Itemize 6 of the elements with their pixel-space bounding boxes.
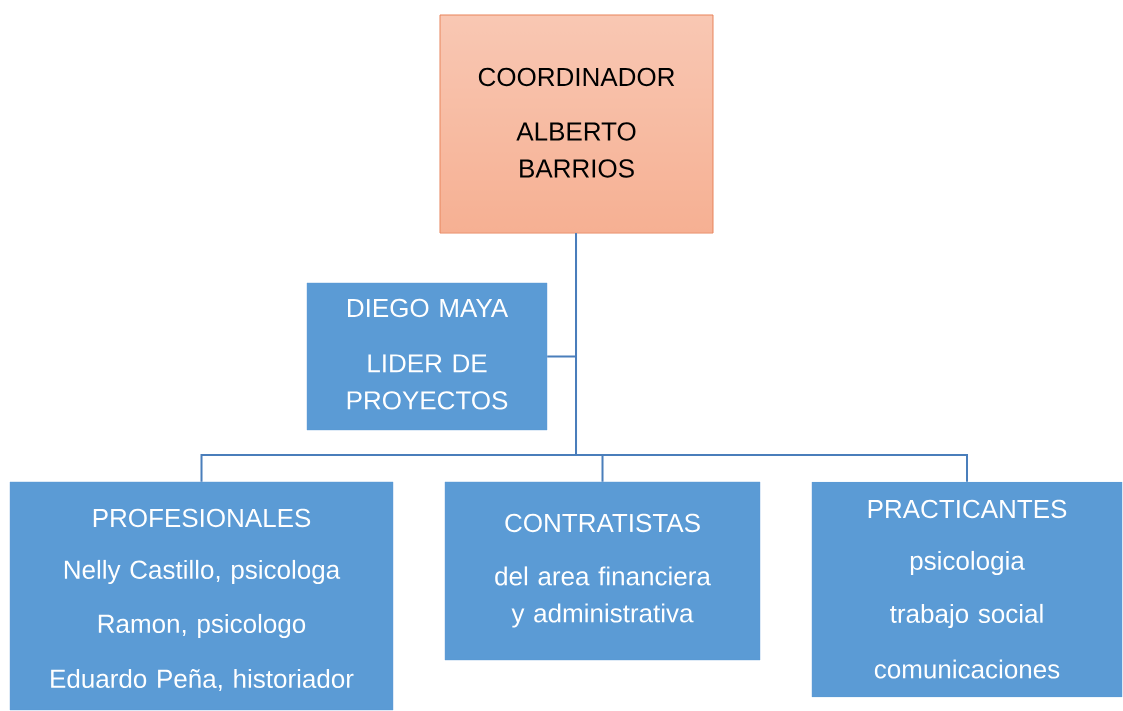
org-box: CONTRATISTAS del area financiera y administrativa [444, 481, 761, 661]
org-box: COORDINADOR ALBERTO BARRIOS [439, 14, 714, 234]
org-box: PROFESIONALES Nelly Castillo, psicologa Ramon, psicologo Eduardo Peña, historiador [9, 481, 394, 711]
org-box: PRACTICANTES psicologia trabajo social comunicaciones [811, 481, 1123, 698]
connector-line [575, 232, 968, 483]
org-box: DIEGO MAYA LIDER DE PROYECTOS [306, 282, 548, 431]
